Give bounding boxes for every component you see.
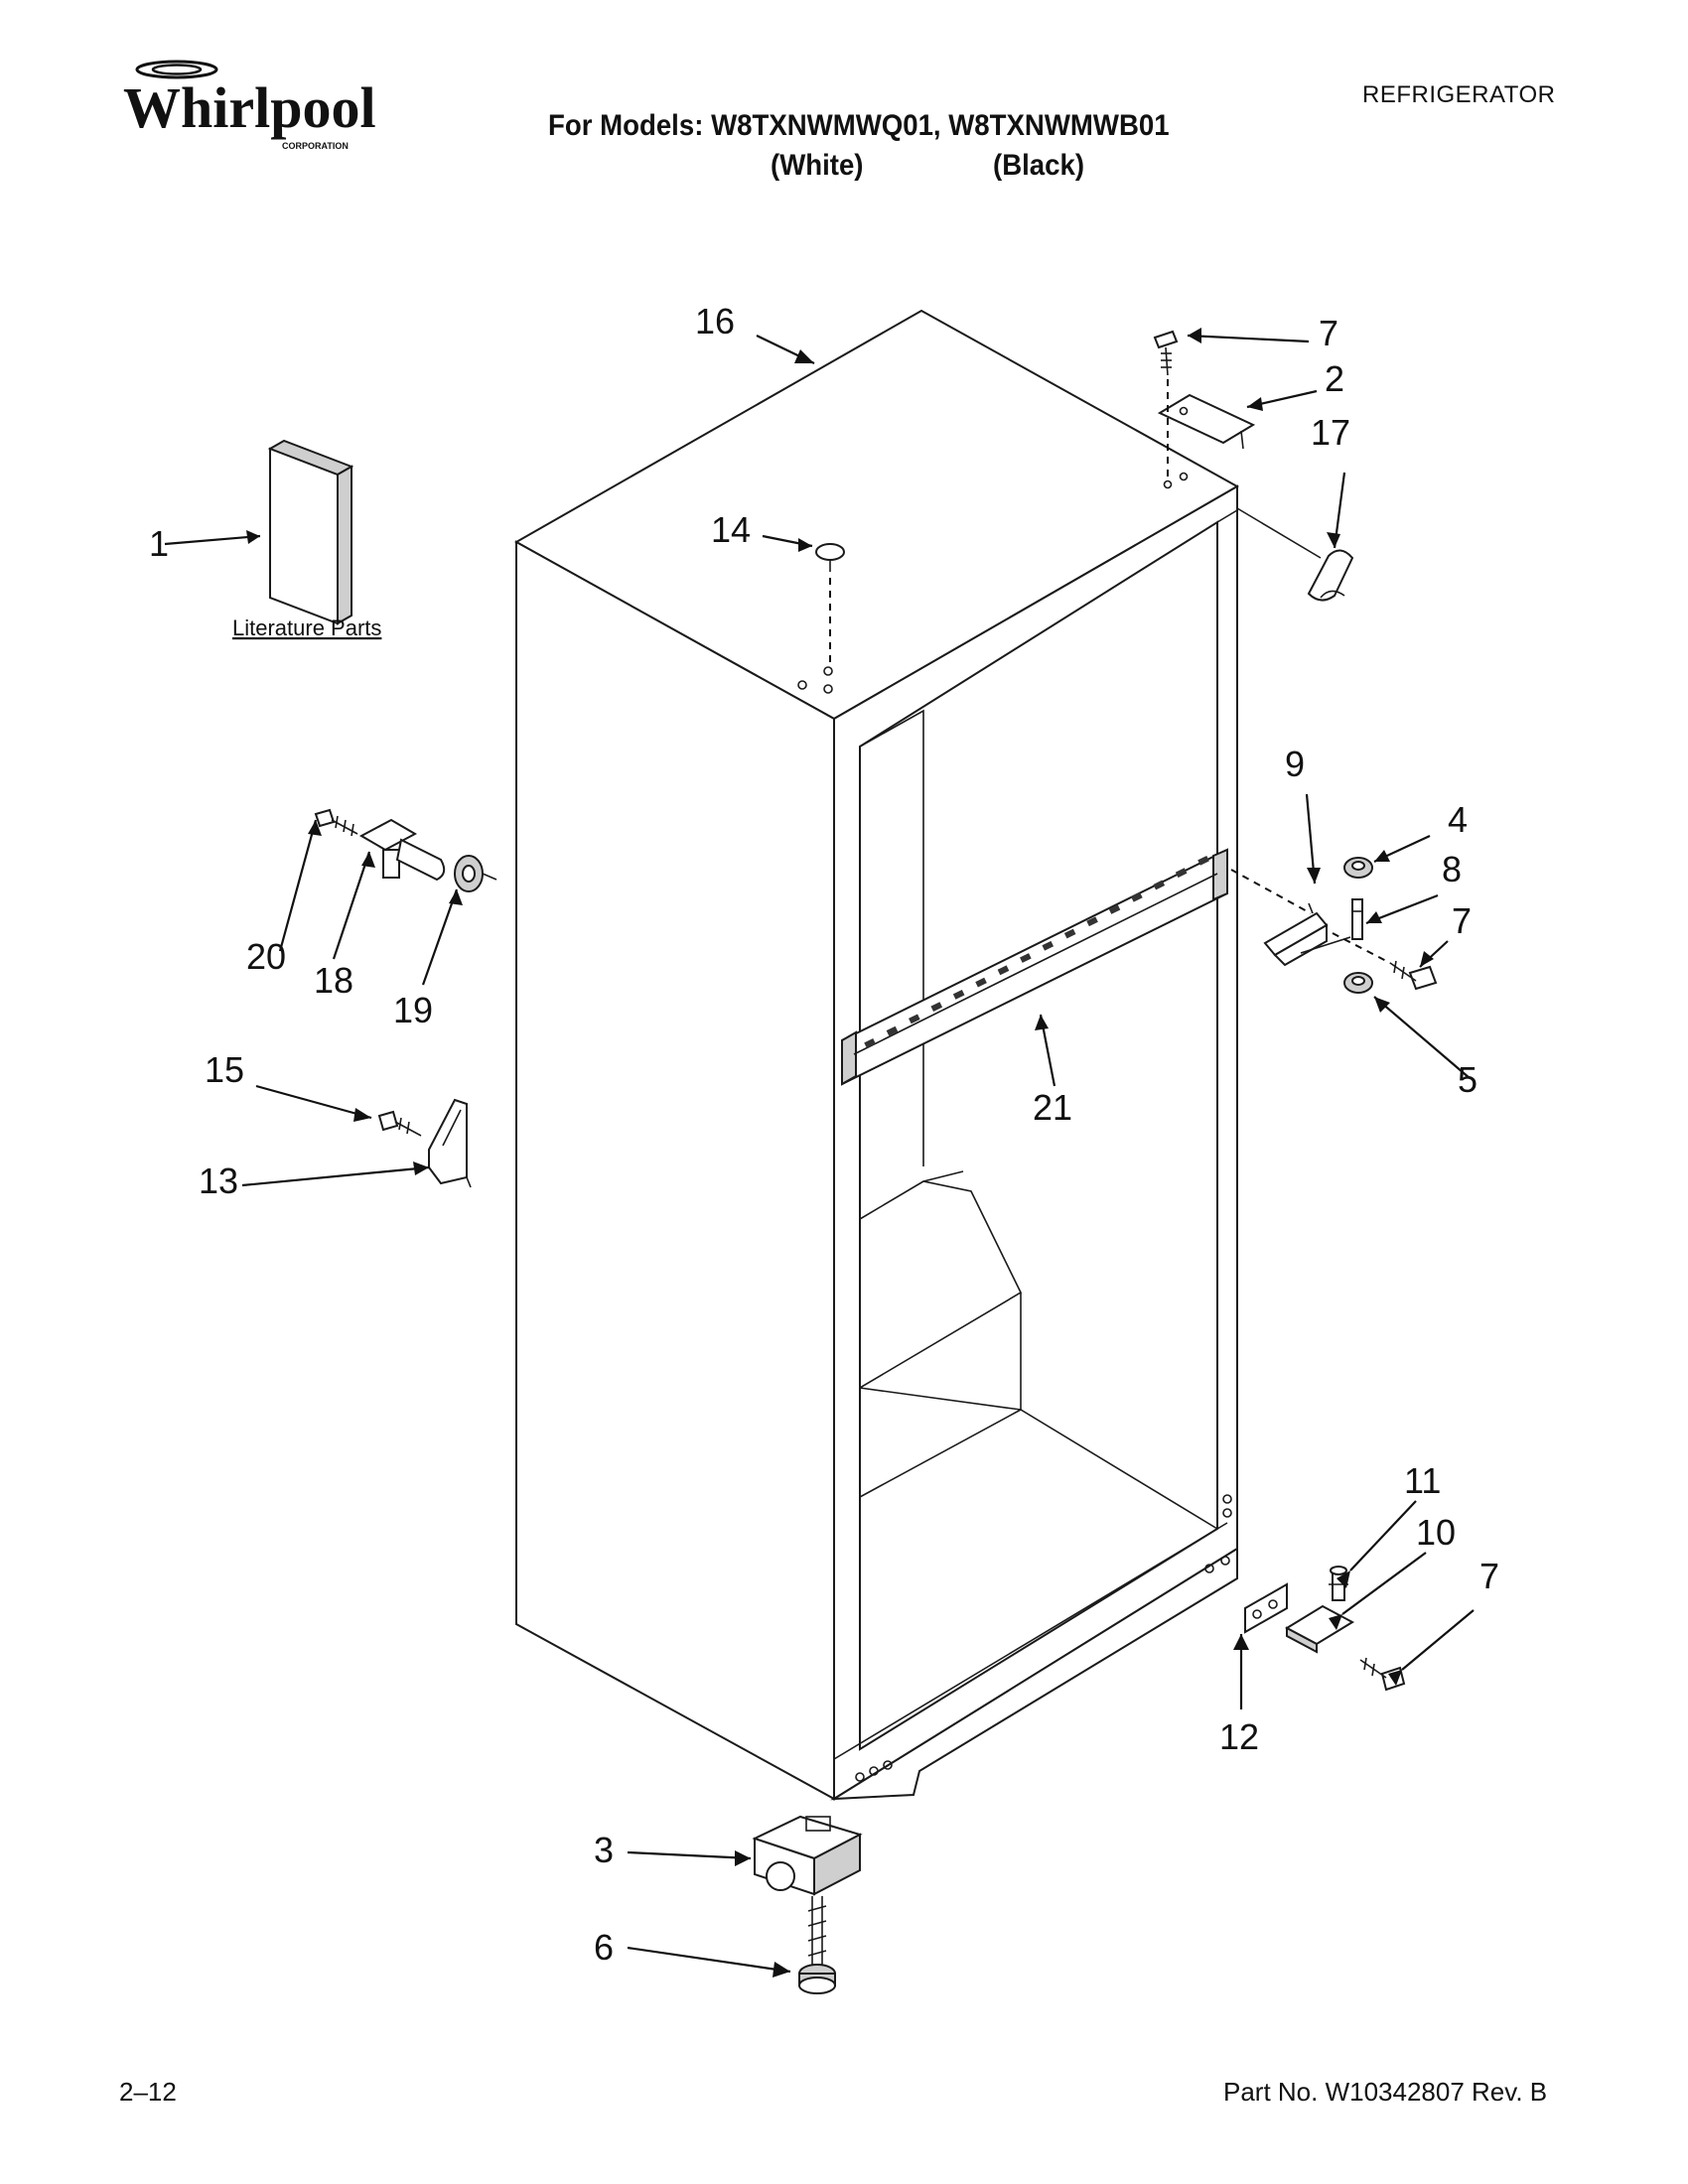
callout-21: 21 bbox=[1033, 1087, 1072, 1128]
callout-15: 15 bbox=[205, 1049, 244, 1090]
part-number: Part No. W10342807 Rev. B bbox=[1223, 2077, 1548, 2107]
callout-10: 10 bbox=[1416, 1512, 1456, 1553]
bottom-hinge-part-10 bbox=[1284, 1604, 1355, 1654]
hinge-screw-top-part-7 bbox=[1153, 330, 1179, 376]
callout-4: 4 bbox=[1448, 799, 1468, 840]
category-label: REFRIGERATOR bbox=[1362, 81, 1556, 108]
callout-5: 5 bbox=[1458, 1059, 1477, 1100]
screw-part-20 bbox=[314, 808, 358, 837]
rail-slot bbox=[1131, 891, 1143, 902]
leveling-leg-part-6 bbox=[798, 1896, 836, 1994]
callout-8: 8 bbox=[1442, 849, 1462, 889]
rail-slot bbox=[952, 989, 965, 1000]
literature-pack-part-1 bbox=[267, 439, 354, 625]
leader-lines bbox=[164, 328, 1475, 1978]
top-hinge-part-2 bbox=[1157, 393, 1256, 450]
brand-subtitle: CORPORATION bbox=[282, 141, 349, 151]
variant-white: (White) bbox=[771, 149, 864, 182]
rail-slot bbox=[1108, 904, 1121, 914]
callout-7-top: 7 bbox=[1319, 313, 1338, 353]
cabinet-part-16 bbox=[513, 309, 1240, 1801]
bushing-part-5 bbox=[1343, 972, 1373, 994]
rail-slot bbox=[1042, 940, 1055, 951]
rail-slot bbox=[886, 1025, 899, 1036]
center-hinge-part-9 bbox=[1263, 902, 1351, 967]
callout-17: 17 bbox=[1311, 412, 1350, 453]
roller-assembly-part-3 bbox=[752, 1815, 863, 1896]
bushing-part-4 bbox=[1343, 857, 1373, 879]
callout-1: 1 bbox=[149, 523, 169, 564]
models-heading: For Models: W8TXNWMWQ01, W8TXNWMWB01 bbox=[548, 109, 1170, 142]
hinge-screw-middle-part-7 bbox=[1389, 960, 1438, 991]
screw-part-15 bbox=[377, 1110, 422, 1137]
callout-19: 19 bbox=[393, 990, 433, 1030]
callout-2: 2 bbox=[1325, 358, 1344, 399]
mullion-rail-part-21 bbox=[841, 848, 1228, 1086]
washer-part-19 bbox=[454, 855, 484, 892]
whirlpool-logo: Whirlpool CORPORATION bbox=[119, 58, 387, 157]
callout-13: 13 bbox=[199, 1160, 238, 1201]
callout-7-middle: 7 bbox=[1452, 900, 1472, 941]
literature-parts-label: Literature Parts bbox=[232, 615, 381, 640]
callout-6: 6 bbox=[594, 1927, 614, 1968]
rail-slot bbox=[1153, 880, 1166, 890]
callout-20: 20 bbox=[246, 936, 286, 977]
callout-16: 16 bbox=[695, 301, 735, 341]
callout-14: 14 bbox=[711, 509, 751, 550]
callout-9: 9 bbox=[1285, 744, 1305, 784]
callout-11: 11 bbox=[1404, 1460, 1441, 1501]
hinge-pin-part-8 bbox=[1351, 898, 1363, 940]
rail-slot bbox=[1063, 928, 1076, 939]
rail-slot bbox=[1020, 953, 1032, 963]
callout-3: 3 bbox=[594, 1830, 614, 1870]
rail-slot bbox=[1175, 868, 1188, 879]
door-stop-part-13 bbox=[428, 1098, 472, 1188]
hinge-pin-part-18 bbox=[358, 818, 446, 882]
hinge-shim-part-12 bbox=[1244, 1582, 1288, 1634]
page-number: 2–12 bbox=[119, 2077, 177, 2107]
brand-wordmark: Whirlpool bbox=[123, 75, 376, 140]
rail-slot bbox=[864, 1038, 876, 1048]
callout-7-bottom: 7 bbox=[1479, 1556, 1499, 1596]
callout-12: 12 bbox=[1219, 1716, 1259, 1757]
rail-slot bbox=[1197, 856, 1209, 866]
plug-button-part-14 bbox=[815, 543, 845, 572]
rail-slot bbox=[997, 965, 1010, 976]
callout-18: 18 bbox=[314, 960, 353, 1001]
rail-slot bbox=[930, 1002, 943, 1012]
hinge-cover-part-17 bbox=[1307, 549, 1354, 602]
rail-slot bbox=[975, 977, 987, 988]
variant-black: (Black) bbox=[993, 149, 1085, 182]
rail-slot bbox=[909, 1014, 920, 1024]
rail-slot bbox=[1086, 916, 1098, 927]
